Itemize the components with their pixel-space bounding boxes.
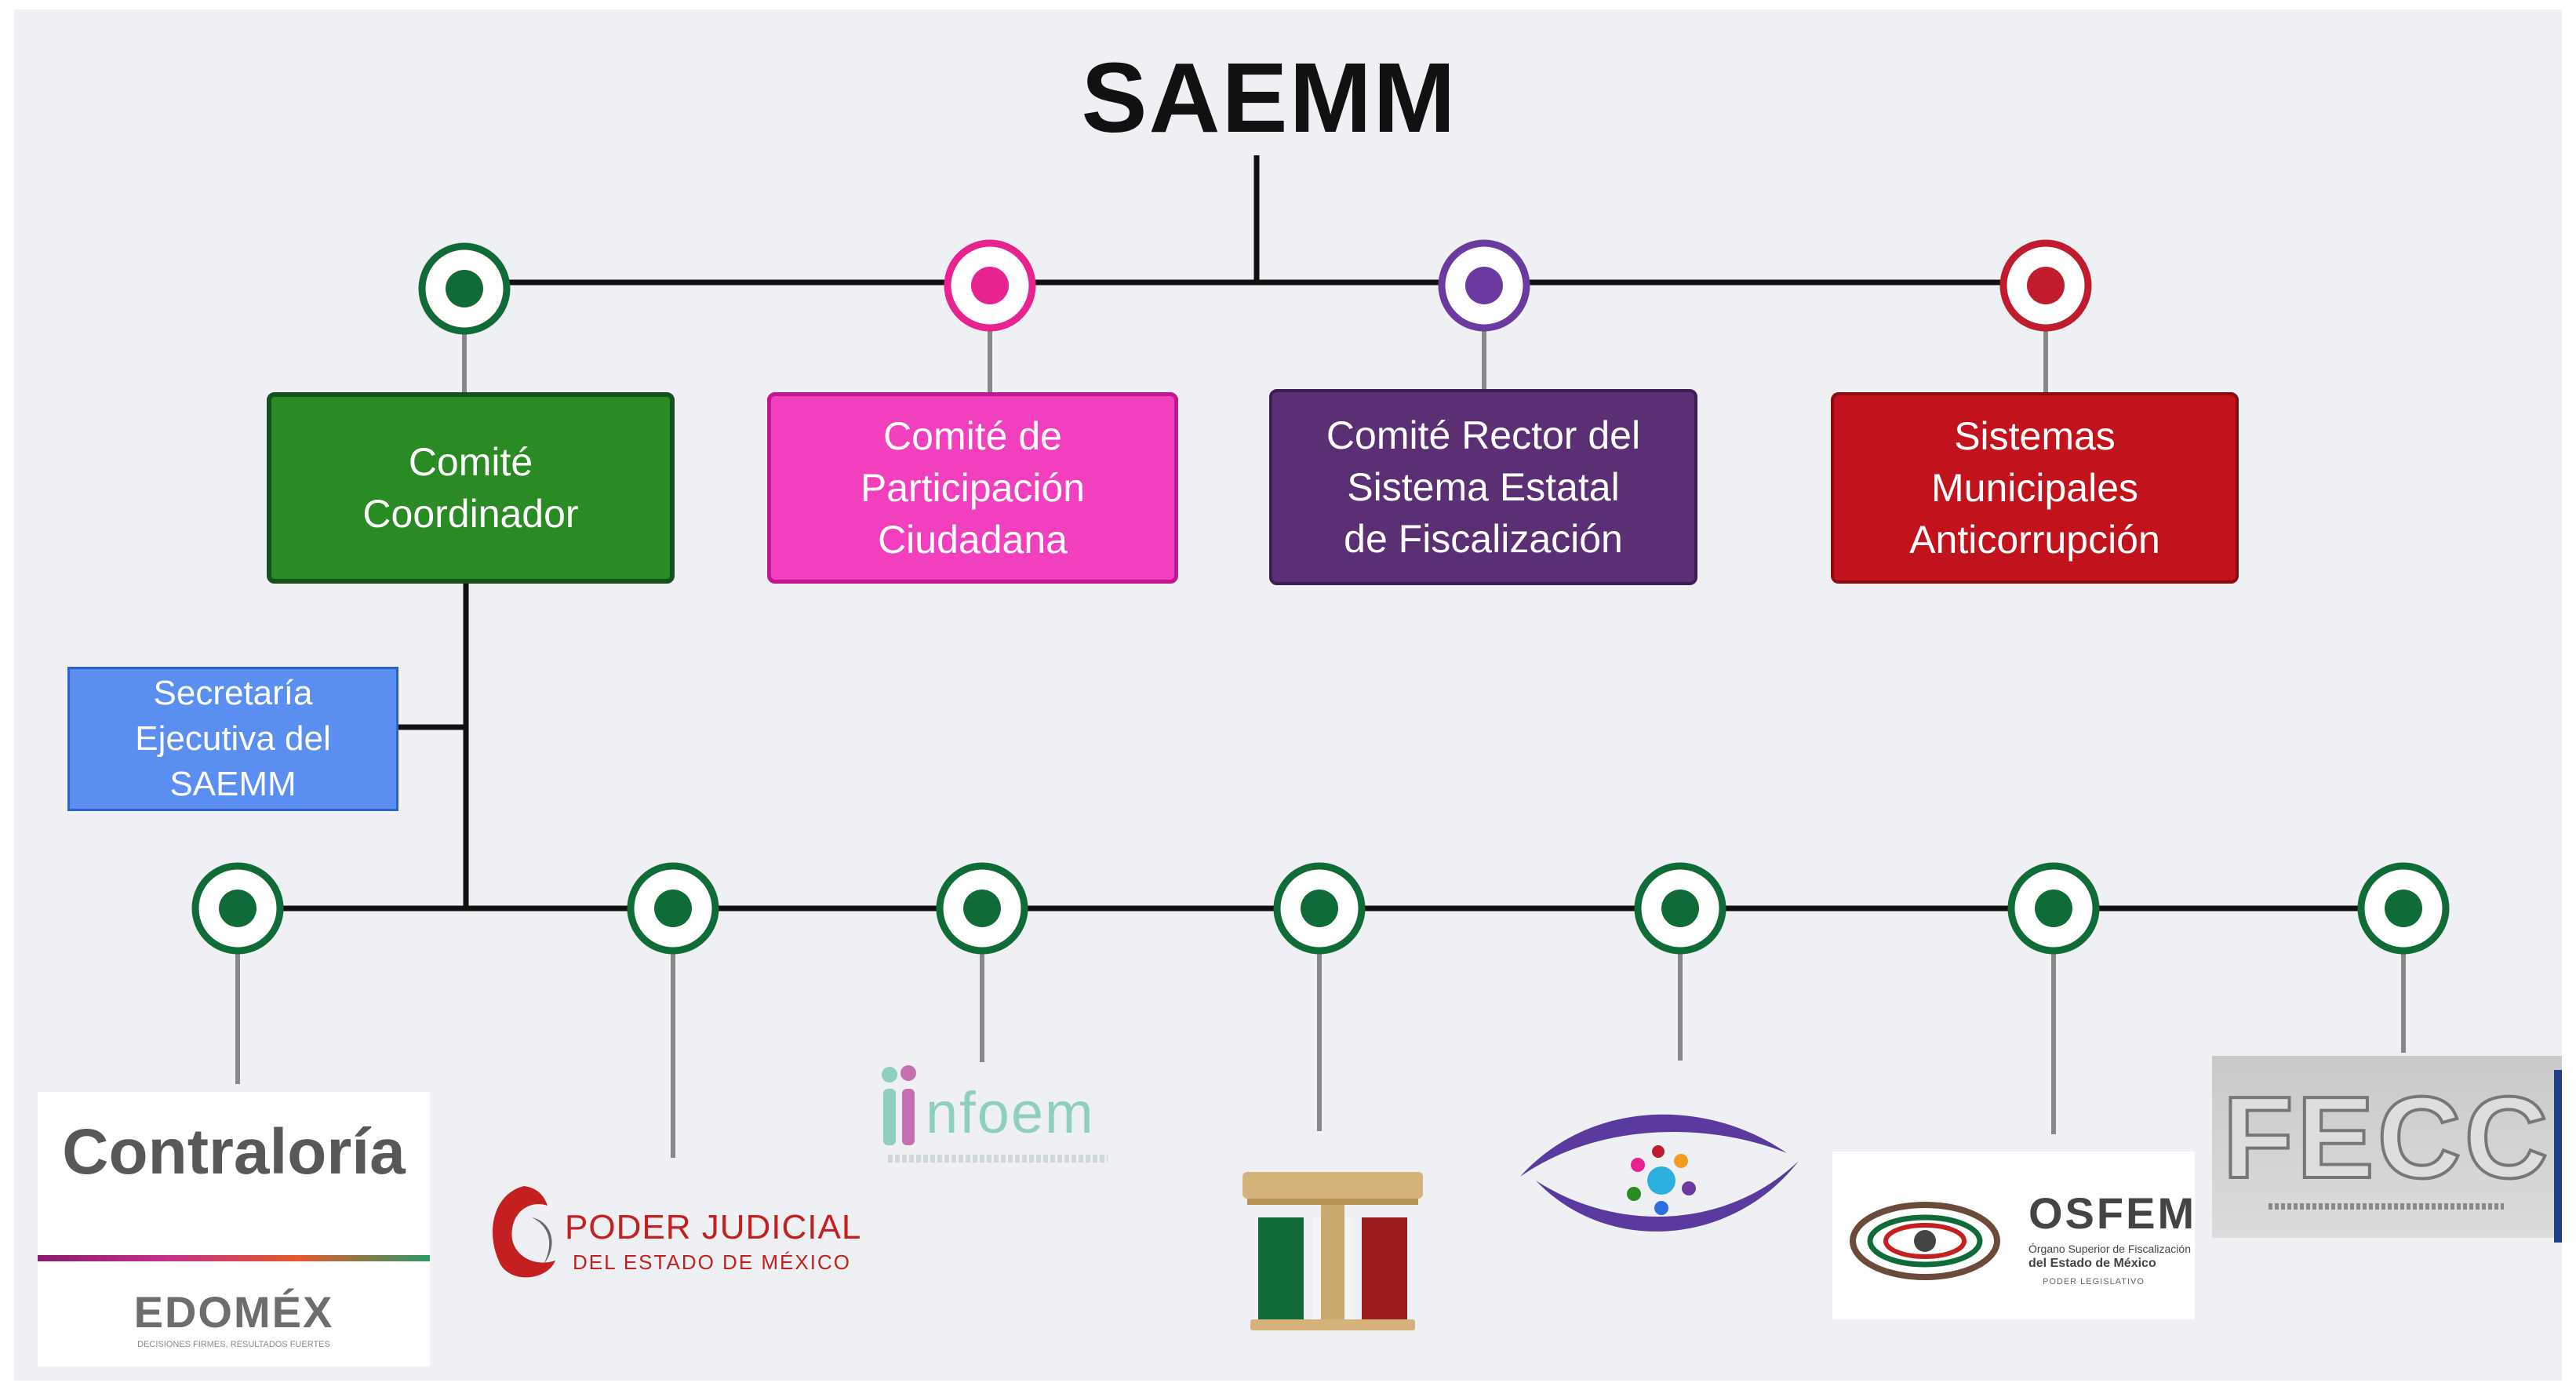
box-line: Comité de bbox=[883, 414, 1062, 458]
box-secretaria-ejecutiva: Secretaría Ejecutiva del SAEMM bbox=[67, 667, 398, 811]
box-comite-participacion: Comité de Participación Ciudadana bbox=[767, 392, 1178, 584]
node-municipales bbox=[1999, 239, 2092, 332]
box-comite-rector: Comité Rector del Sistema Estatal de Fis… bbox=[1269, 389, 1697, 585]
box-line: Comité Rector del bbox=[1326, 413, 1641, 457]
box-line: Comité bbox=[408, 440, 533, 484]
osfem-line2: del Estado de México bbox=[2028, 1257, 2156, 1270]
logo-edomex: EDOMÉX bbox=[133, 1287, 334, 1337]
box-comite-coordinador: Comité Coordinador bbox=[267, 392, 675, 584]
node-eye bbox=[1634, 862, 1726, 955]
box-line: Secretaría bbox=[153, 674, 313, 712]
logo-edomex-tagline: DECISIONES FIRMES, RESULTADOS FUERTES bbox=[137, 1340, 330, 1349]
node-contraloria bbox=[191, 862, 284, 955]
box-line: Sistemas bbox=[1954, 414, 2116, 458]
diagram-title: SAEMM bbox=[1081, 42, 1457, 153]
logo-contraloria-title: Contraloría bbox=[62, 1116, 406, 1188]
connector-lines bbox=[191, 155, 2450, 1158]
infoem-wordmark: nfoem bbox=[926, 1080, 1095, 1145]
eye-emblem-icon bbox=[1520, 1114, 1799, 1232]
osfem-line3: PODER LEGISLATIVO bbox=[2043, 1277, 2145, 1286]
node-infoem bbox=[936, 862, 1028, 955]
fecc-wordmark: FECC bbox=[2221, 1072, 2552, 1204]
logo-contraloria: Contraloría EDOMÉX DECISIONES FIRMES, RE… bbox=[38, 1092, 430, 1366]
diagram-canvas: SAEMM Comité Coordinador Comité de Parti… bbox=[14, 9, 2562, 1381]
osfem-eye-icon bbox=[1850, 1202, 2000, 1280]
poder-judicial-emblem-icon bbox=[493, 1186, 555, 1278]
box-line: Ejecutiva del bbox=[135, 719, 331, 758]
box-line: Participación bbox=[860, 466, 1086, 510]
node-fiscalizacion bbox=[1438, 239, 1530, 332]
logo-poder-judicial: PODER JUDICIAL DEL ESTADO DE MÉXICO bbox=[477, 1178, 885, 1288]
box-line: Anticorrupción bbox=[1909, 518, 2160, 562]
box-line: Ciudadana bbox=[878, 518, 1068, 562]
node-fecc bbox=[2357, 862, 2450, 955]
node-osfem bbox=[2007, 862, 2100, 955]
logo-eye-institution bbox=[1520, 1106, 1810, 1247]
box-line: SAEMM bbox=[169, 765, 297, 803]
right-edge-accent bbox=[2554, 1070, 2562, 1243]
fecc-fineprint bbox=[2269, 1203, 2504, 1210]
node-participacion bbox=[944, 239, 1036, 332]
logo-tribunal bbox=[1243, 1163, 1423, 1335]
logo-fecc: FECC bbox=[2212, 1056, 2562, 1238]
tribunal-pillars-icon bbox=[1243, 1172, 1423, 1330]
infoem-fineprint bbox=[888, 1155, 1108, 1163]
node-poder-judicial bbox=[627, 862, 719, 955]
node-tribunal bbox=[1273, 862, 1366, 955]
poder-judicial-line2: DEL ESTADO DE MÉXICO bbox=[573, 1250, 851, 1274]
node-coordinador bbox=[418, 242, 511, 335]
box-sistemas-municipales: Sistemas Municipales Anticorrupción bbox=[1831, 392, 2239, 584]
logo-osfem: OSFEM Órgano Superior de Fiscalización d… bbox=[1832, 1152, 2195, 1319]
osfem-name: OSFEM bbox=[2028, 1188, 2197, 1238]
logo-color-stripe bbox=[38, 1255, 430, 1261]
osfem-line1: Órgano Superior de Fiscalización bbox=[2028, 1243, 2191, 1255]
poder-judicial-line1: PODER JUDICIAL bbox=[565, 1208, 862, 1246]
box-line: de Fiscalización bbox=[1344, 517, 1623, 561]
box-line: Municipales bbox=[1930, 466, 2138, 510]
box-line: Coordinador bbox=[362, 492, 579, 536]
infoem-figures-icon bbox=[882, 1065, 916, 1145]
logo-infoem: nfoem bbox=[877, 1061, 1112, 1178]
box-line: Sistema Estatal bbox=[1347, 465, 1620, 509]
